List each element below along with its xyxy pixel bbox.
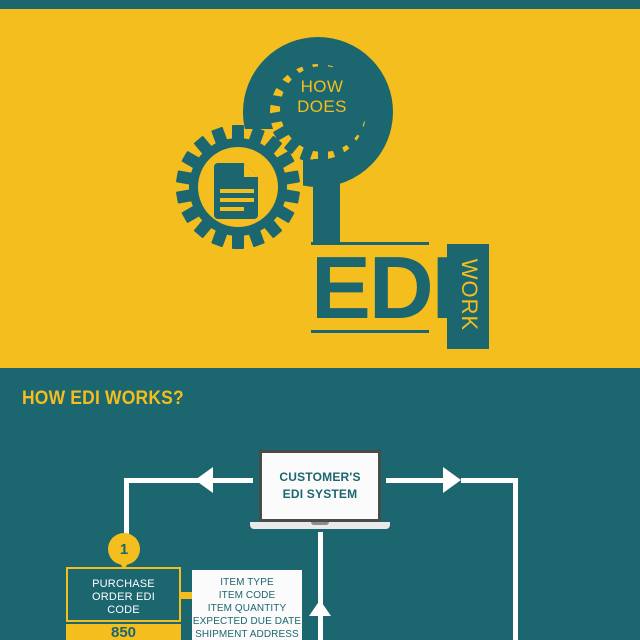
question-mark-stem xyxy=(313,159,340,245)
top-accent-strip xyxy=(0,0,640,9)
purchase-order-code: 850 xyxy=(66,624,181,640)
document-icon xyxy=(214,163,258,219)
gear-icon xyxy=(268,54,378,164)
gear-caption: HOW DOES xyxy=(284,77,360,117)
step-badge-pointer xyxy=(118,560,130,570)
laptop-label-line2: EDI SYSTEM xyxy=(282,487,358,501)
laptop-screen: CUSTOMER'S EDI SYSTEM xyxy=(259,450,381,522)
page-title: HOW EDI WORKS? xyxy=(22,388,184,409)
hero-banner: HOW DOES xyxy=(0,9,640,368)
purchase-order-line2: ORDER EDI xyxy=(92,591,155,603)
arrow-left-icon xyxy=(195,467,213,493)
list-item: SHIPMENT ADDRESS xyxy=(195,629,299,640)
list-item: ITEM QUANTITY xyxy=(207,603,287,614)
laptop-notch xyxy=(311,522,329,525)
laptop-label-line1: CUSTOMER'S xyxy=(279,470,361,484)
connector-left-vertical xyxy=(124,478,129,536)
list-item: ITEM TYPE xyxy=(220,577,274,588)
laptop-label: CUSTOMER'S EDI SYSTEM xyxy=(262,469,378,503)
purchase-order-node[interactable]: PURCHASE ORDER EDI CODE xyxy=(66,567,181,622)
purchase-order-line3: CODE xyxy=(107,604,140,616)
connector-left-to-laptop xyxy=(213,478,253,483)
laptop-base xyxy=(250,522,390,529)
edi-fields-card: ITEM TYPE ITEM CODE ITEM QUANTITY EXPECT… xyxy=(192,570,302,640)
connector-center-vertical xyxy=(318,532,323,640)
wordmark-text: EDI xyxy=(311,238,457,337)
arrow-right-icon xyxy=(443,467,461,493)
edi-wordmark: EDI xyxy=(311,238,457,337)
purchase-order-label: PURCHASE ORDER EDI CODE xyxy=(68,578,179,617)
gear-caption-line1: HOW xyxy=(300,77,344,96)
list-item: ITEM CODE xyxy=(218,590,276,601)
work-badge: WORK xyxy=(447,244,489,349)
connector-right-horizontal-a xyxy=(386,478,446,483)
work-badge-text: WORK xyxy=(457,258,482,332)
list-item: EXPECTED DUE DATE xyxy=(192,616,302,627)
customer-edi-system-node[interactable]: CUSTOMER'S EDI SYSTEM xyxy=(250,450,390,532)
purchase-order-connector xyxy=(179,592,193,599)
gear-icon xyxy=(176,125,300,249)
connector-right-horizontal-b xyxy=(461,478,518,483)
purchase-order-line1: PURCHASE xyxy=(92,578,155,590)
connector-right-vertical xyxy=(513,478,518,640)
edi-fields-list: ITEM TYPE ITEM CODE ITEM QUANTITY EXPECT… xyxy=(192,576,302,640)
arrow-up-icon xyxy=(309,600,331,616)
wordmark-rule-bottom xyxy=(311,330,429,333)
wordmark-rule-top xyxy=(311,242,429,245)
connector-left-horizontal xyxy=(124,478,199,483)
step-badge: 1 xyxy=(108,533,140,565)
gear-caption-line2: DOES xyxy=(297,97,347,116)
